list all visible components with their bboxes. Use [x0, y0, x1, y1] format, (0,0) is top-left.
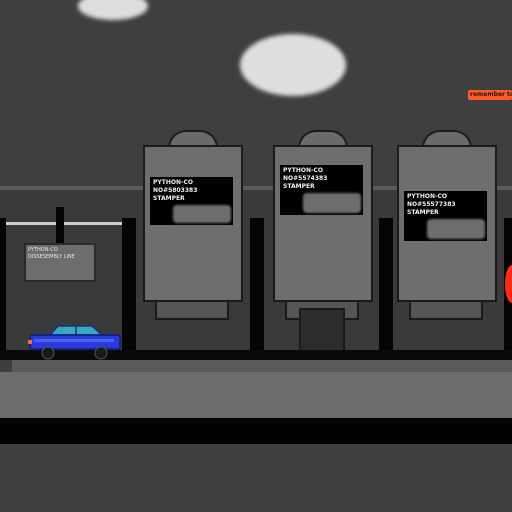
cloud	[78, 0, 148, 20]
overhead-rail	[0, 186, 512, 190]
sign-post	[56, 207, 64, 247]
stamper-machine: PYTHON-CO NO#5574383 STAMPER	[273, 145, 373, 302]
label-number: NO#5574383	[283, 175, 328, 182]
factory-floor	[0, 372, 512, 418]
sign-line-2: DISSESEMBLY LINE	[28, 254, 75, 260]
support-pillar	[250, 218, 264, 352]
label-role: STAMPER	[407, 209, 439, 216]
label-number: NO#55577383	[407, 201, 456, 208]
conveyor-track	[0, 350, 512, 360]
hud-remember-text: remember to	[468, 90, 512, 100]
alert-indicator	[505, 265, 512, 303]
machine-base	[409, 300, 483, 320]
label-number: NO#5803383	[153, 187, 198, 194]
stamper-press	[299, 308, 345, 354]
floor-edge	[0, 418, 512, 444]
machine-base	[155, 300, 229, 320]
overhead-wire	[0, 222, 130, 225]
player-car[interactable]	[28, 323, 122, 361]
ground	[0, 444, 512, 512]
label-smudge	[173, 205, 231, 223]
label-company: PYTHON-CO	[407, 193, 447, 200]
sign-line-1: PYTHON-CO	[28, 247, 58, 253]
label-role: STAMPER	[153, 195, 185, 202]
conveyor-belt	[12, 360, 512, 372]
label-company: PYTHON-CO	[153, 179, 193, 186]
label-smudge	[303, 193, 361, 213]
stamper-machine: PYTHON-CO NO#5803383 STAMPER	[143, 145, 243, 302]
support-pillar	[122, 218, 136, 352]
cloud	[240, 34, 346, 96]
disassembly-line-sign: PYTHON-CO DISSESEMBLY LINE	[24, 243, 96, 282]
car-icon	[28, 325, 121, 360]
support-pillar	[0, 218, 6, 352]
stamper-machine: PYTHON-CO NO#55577383 STAMPER	[397, 145, 497, 302]
label-role: STAMPER	[283, 183, 315, 190]
label-smudge	[427, 219, 485, 239]
label-company: PYTHON-CO	[283, 167, 323, 174]
support-pillar	[379, 218, 393, 352]
